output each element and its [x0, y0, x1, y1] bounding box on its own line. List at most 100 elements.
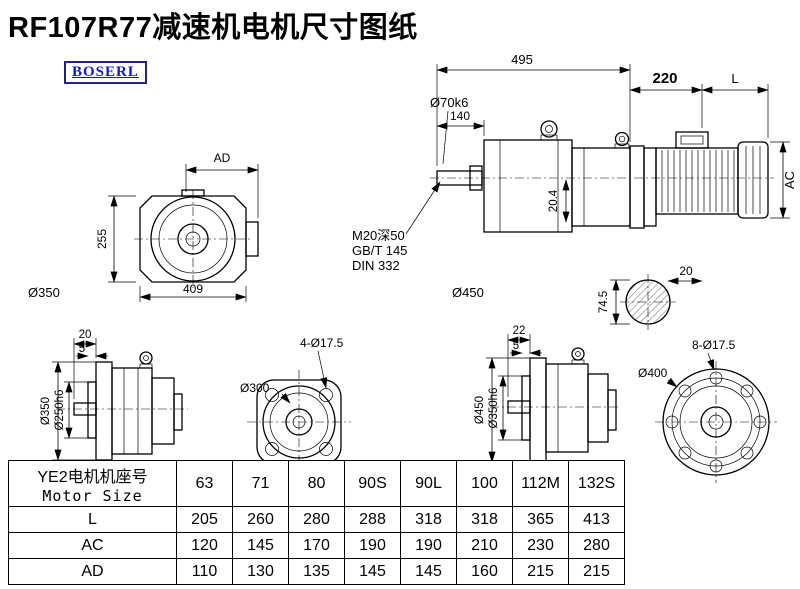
dim-5-small-label: 5 [79, 343, 85, 355]
brand-logo: BOSERL [64, 61, 147, 84]
spigot-dia-large-label: Ø350h6 [488, 388, 500, 429]
table-cell: 413 [568, 506, 625, 533]
dim-74-5-label: 74.5 [598, 291, 610, 313]
frame-size-header: 112M [512, 460, 569, 507]
dim-spigot-dia-large: Ø350h6 [488, 375, 522, 441]
table-cell: 318 [456, 506, 513, 533]
label-bolt-holes-square: 4-Ø17.5 [300, 336, 344, 389]
dim-ac: AC [770, 141, 797, 219]
bolt-holes-square-text: 4-Ø17.5 [300, 336, 344, 350]
flange-face-square [247, 370, 351, 474]
gearbox-front-view [134, 189, 259, 288]
dim-5-large-flange: 5 [510, 340, 542, 357]
table-cell: 110 [176, 558, 233, 585]
frame-size-header: 71 [232, 460, 289, 507]
table-row-l: L 205 260 280 288 318 318 365 413 [8, 506, 625, 533]
flange-dia-small-label: Ø350 [40, 397, 52, 425]
motor-size-header-en: Motor Size [42, 486, 143, 505]
dim-ac-label: AC [782, 171, 797, 189]
label-input-shaft-dia: Ø70k6 [430, 95, 468, 165]
dim-409: 409 [139, 282, 247, 302]
motor-fins [661, 150, 735, 212]
output-shaft-section [620, 274, 676, 330]
dim-220: 220 [629, 70, 769, 138]
dim-255: 255 [95, 195, 136, 283]
table-cell: 145 [344, 558, 401, 585]
table-cell: 130 [232, 558, 289, 585]
shaft-tap-note: M20深50 GB/T 145 DIN 332 [352, 181, 441, 273]
table-cell: 215 [568, 558, 625, 585]
dim-140-label: 140 [450, 109, 470, 123]
table-cell: 230 [512, 532, 569, 559]
flange-gearbox-side-small [56, 351, 188, 461]
dim-ad: AD [185, 151, 259, 218]
side-flange-dia-label: Ø450 [452, 285, 484, 300]
frame-size-header: 80 [288, 460, 345, 507]
dim-l-label: L [731, 71, 738, 86]
row-label-ac: AC [8, 532, 177, 559]
table-cell: 160 [456, 558, 513, 585]
dim-ad-label: AD [214, 151, 231, 165]
table-cell: 135 [288, 558, 345, 585]
table-cell: 170 [288, 532, 345, 559]
table-cell: 205 [176, 506, 233, 533]
dim-key-width: 20 [667, 264, 703, 285]
dim-20-small-flange: 20 [73, 329, 97, 399]
tap-note-line3: DIN 332 [352, 258, 400, 273]
table-cell: 215 [512, 558, 569, 585]
dim-140: 140 [436, 109, 485, 136]
table-row-ad: AD 110 130 135 145 145 160 215 215 [8, 558, 625, 585]
dim-motor-length-l: L [701, 71, 769, 94]
dim-spigot-dia-small: Ø250h6 [54, 381, 88, 439]
reducer-motor-side-view [430, 120, 774, 233]
front-housing-dia-label: Ø350 [28, 285, 60, 300]
row-label-l: L [8, 506, 177, 533]
bolt-holes-round-text: 8-Ø17.5 [692, 338, 736, 352]
motor-size-table: YE2电机机座号 Motor Size 63 71 80 90S 90L 100… [8, 460, 625, 585]
spigot-dia-small-label: Ø250h6 [54, 390, 66, 431]
table-cell: 120 [176, 532, 233, 559]
flange-dia-round-text: Ø400 [638, 366, 668, 380]
table-cell: 288 [344, 506, 401, 533]
dim-key-drop: 20.4 [548, 179, 570, 223]
frame-size-header: 100 [456, 460, 513, 507]
row-label-ad: AD [8, 558, 177, 585]
flange-face-round [655, 361, 777, 483]
dim-74-5: 74.5 [598, 279, 630, 325]
input-shaft-dia-text: Ø70k6 [430, 95, 468, 110]
motor-size-header-cn: YE2电机机座号 [37, 468, 148, 486]
table-header-row: YE2电机机座号 Motor Size 63 71 80 90S 90L 100… [8, 460, 625, 507]
frame-size-header: 63 [176, 460, 233, 507]
dim-495: 495 [436, 52, 631, 166]
page-title: RF107R77减速机电机尺寸图纸 [8, 12, 418, 44]
table-cell: 145 [232, 532, 289, 559]
frame-size-header: 90L [400, 460, 457, 507]
flange-gearbox-side-large [490, 347, 620, 463]
dim-22-large-flange: 22 [507, 325, 531, 397]
motor-size-header: YE2电机机座号 Motor Size [8, 460, 177, 507]
frame-size-header: 90S [344, 460, 401, 507]
dim-5-large-label: 5 [513, 340, 519, 352]
bolt-circle-square-text: Ø300 [240, 381, 270, 395]
table-cell: 365 [512, 506, 569, 533]
table-cell: 145 [400, 558, 457, 585]
label-flange-dia-round: Ø400 [638, 366, 678, 388]
frame-size-header: 132S [568, 460, 625, 507]
dim-22-label: 22 [513, 325, 526, 337]
dim-495-label: 495 [511, 52, 533, 67]
tap-note-line1: M20深50 [352, 228, 405, 243]
label-bolt-holes-round: 8-Ø17.5 [692, 338, 736, 371]
table-cell: 210 [456, 532, 513, 559]
table-cell: 190 [344, 532, 401, 559]
flange-dia-large-label: Ø450 [474, 396, 486, 424]
table-cell: 260 [232, 506, 289, 533]
dim-255-label: 255 [95, 229, 109, 249]
table-cell: 318 [400, 506, 457, 533]
dim-key-drop-label: 20.4 [548, 189, 560, 212]
dim-5-small-flange: 5 [76, 343, 108, 360]
dim-220-label: 220 [652, 70, 677, 87]
table-cell: 190 [400, 532, 457, 559]
tap-note-line2: GB/T 145 [352, 243, 407, 258]
dim-key-width-label: 20 [679, 264, 693, 278]
